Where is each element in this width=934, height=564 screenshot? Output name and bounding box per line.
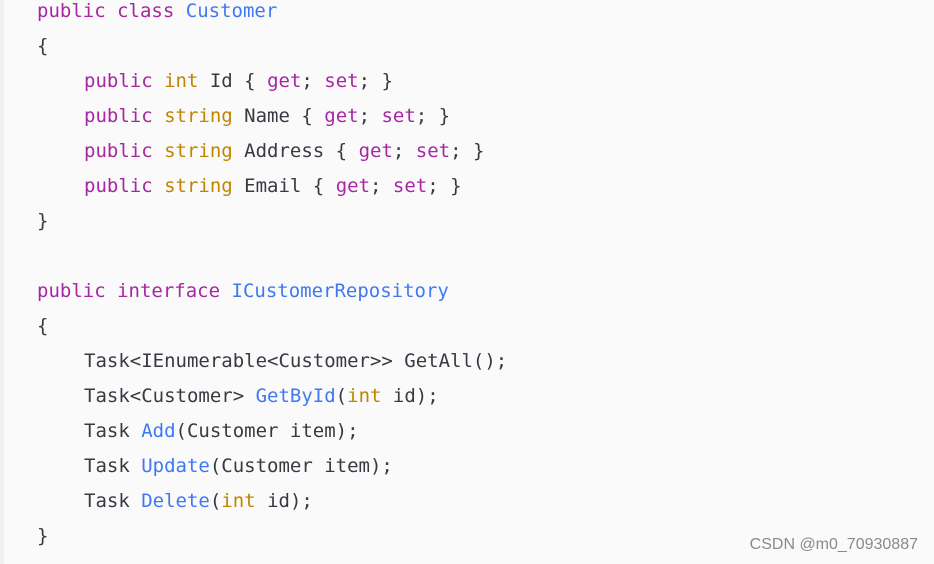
- keyword-token: get: [267, 70, 302, 92]
- text-token: (: [209, 490, 222, 512]
- text-token: }: [37, 525, 49, 547]
- code-line: {: [37, 309, 507, 344]
- text-token: ; }: [427, 175, 462, 197]
- text-token: (Customer item);: [209, 455, 393, 477]
- text-token: ;: [358, 105, 382, 127]
- text-token: Email {: [232, 175, 336, 197]
- code-line: public string Address { get; set; }: [37, 134, 507, 169]
- identifier-token: Customer: [185, 0, 278, 22]
- watermark: CSDN @m0_70930887: [749, 536, 918, 553]
- type-token: int: [347, 385, 382, 407]
- text-token: Name {: [232, 105, 325, 127]
- type-token: string: [164, 105, 233, 127]
- identifier-token: Update: [141, 455, 210, 477]
- keyword-token: get: [358, 140, 393, 162]
- text-token: [174, 0, 185, 22]
- keyword-token: public: [84, 140, 153, 162]
- text-token: }: [37, 210, 49, 232]
- keyword-token: set: [324, 70, 359, 92]
- identifier-token: Add: [141, 420, 176, 442]
- text-token: Id {: [198, 70, 268, 92]
- text-token: ;: [392, 140, 416, 162]
- keyword-token: set: [392, 175, 428, 197]
- keyword-token: public: [84, 105, 153, 127]
- text-token: ;: [370, 175, 393, 197]
- text-token: ; }: [450, 140, 485, 162]
- code-line: public string Email { get; set; }: [37, 169, 507, 204]
- code-line: Task<Customer> GetById(int id);: [37, 379, 507, 414]
- text-token: [106, 0, 117, 22]
- identifier-token: ICustomerRepository: [231, 280, 449, 302]
- identifier-token: GetById: [255, 385, 336, 407]
- text-token: Address {: [232, 140, 359, 162]
- code-line: public interface ICustomerRepository: [37, 274, 507, 309]
- keyword-token: set: [415, 140, 451, 162]
- text-token: (Customer item);: [175, 420, 359, 442]
- keyword-token: public: [84, 70, 153, 92]
- text-token: [153, 140, 164, 162]
- text-token: ; }: [358, 70, 393, 92]
- text-token: {: [37, 35, 49, 57]
- text-token: Task: [84, 455, 142, 477]
- keyword-token: set: [381, 105, 416, 127]
- text-token: id);: [381, 385, 439, 407]
- keyword-token: public: [37, 0, 106, 22]
- identifier-token: Delete: [141, 490, 210, 512]
- text-token: Task: [84, 490, 142, 512]
- text-token: [153, 105, 164, 127]
- type-token: int: [164, 70, 199, 92]
- keyword-token: get: [324, 105, 359, 127]
- code-line: {: [37, 29, 507, 64]
- type-token: string: [164, 175, 233, 197]
- text-token: ; }: [415, 105, 451, 127]
- code-line: Task Add(Customer item);: [37, 414, 507, 449]
- keyword-token: interface: [117, 280, 221, 302]
- text-token: [153, 175, 164, 197]
- code-line: public int Id { get; set; }: [37, 64, 507, 99]
- code-line: Task Delete(int id);: [37, 484, 507, 519]
- code-listing: public class Customer { public int Id { ge…: [37, 0, 507, 554]
- code-line: Task Update(Customer item);: [37, 449, 507, 484]
- text-token: Task: [84, 420, 142, 442]
- code-line: Task<IEnumerable<Customer>> GetAll();: [37, 344, 507, 379]
- text-token: [153, 70, 164, 92]
- text-token: id);: [255, 490, 313, 512]
- text-token: {: [37, 315, 49, 337]
- text-token: ;: [301, 70, 325, 92]
- type-token: int: [221, 490, 256, 512]
- text-token: [220, 280, 231, 302]
- code-line: [37, 239, 507, 274]
- keyword-token: public: [84, 175, 153, 197]
- keyword-token: class: [117, 0, 175, 22]
- code-line: }: [37, 519, 507, 554]
- text-token: Task<IEnumerable<Customer>> GetAll();: [84, 350, 508, 372]
- code-line: public string Name { get; set; }: [37, 99, 507, 134]
- type-token: string: [164, 140, 233, 162]
- keyword-token: get: [335, 175, 371, 197]
- code-line: }: [37, 204, 507, 239]
- text-token: (: [335, 385, 348, 407]
- code-line: public class Customer: [37, 0, 507, 29]
- text-token: [106, 280, 117, 302]
- text-token: Task<Customer>: [84, 385, 256, 407]
- keyword-token: public: [37, 280, 106, 302]
